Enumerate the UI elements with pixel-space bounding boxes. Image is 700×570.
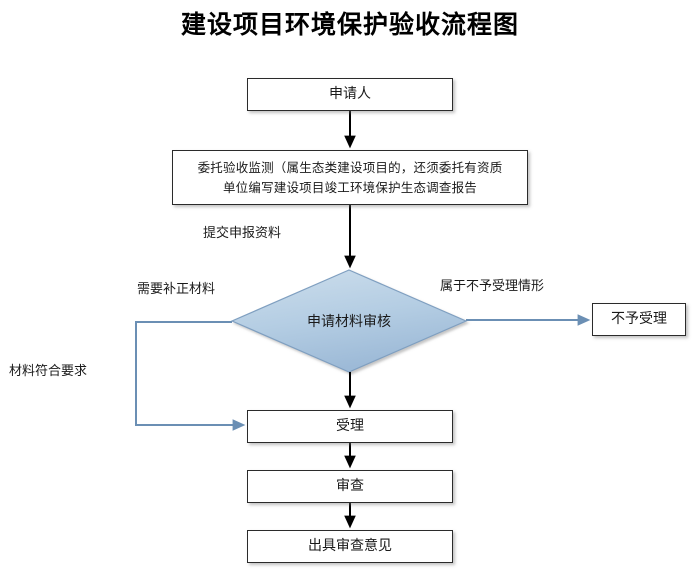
node-material-review-shape xyxy=(230,269,468,373)
node-examine-label: 审查 xyxy=(336,478,364,494)
node-applicant[interactable]: 申请人 xyxy=(247,78,453,111)
node-issue-opinion[interactable]: 出具审查意见 xyxy=(247,530,453,563)
node-accept-label: 受理 xyxy=(336,418,364,434)
node-entrust-monitoring-line-1: 委托验收监测（属生态类建设项目的，还须委托有资质 xyxy=(197,159,503,175)
edge-label-submit-materials: 提交申报资料 xyxy=(203,226,282,241)
connector-correction-loop xyxy=(135,321,246,431)
edge-label-not-accept-case: 属于不予受理情形 xyxy=(440,279,545,294)
node-applicant-label: 申请人 xyxy=(329,86,371,102)
node-examine[interactable]: 审查 xyxy=(247,470,453,503)
node-accept[interactable]: 受理 xyxy=(247,410,453,443)
node-not-accepted[interactable]: 不予受理 xyxy=(592,303,686,336)
edge-label-need-correction: 需要补正材料 xyxy=(137,282,216,297)
node-not-accepted-label: 不予受理 xyxy=(611,311,667,327)
node-issue-opinion-label: 出具审查意见 xyxy=(308,538,392,554)
node-entrust-monitoring-line-2: 单位编写建设项目竣工环境保护生态调查报告 xyxy=(222,179,477,195)
page-title: 建设项目环境保护验收流程图 xyxy=(180,10,519,39)
node-entrust-monitoring[interactable]: 委托验收监测（属生态类建设项目的，还须委托有资质 单位编写建设项目竣工环境保护生… xyxy=(172,150,528,205)
edge-label-materials-qualified: 材料符合要求 xyxy=(9,364,88,379)
